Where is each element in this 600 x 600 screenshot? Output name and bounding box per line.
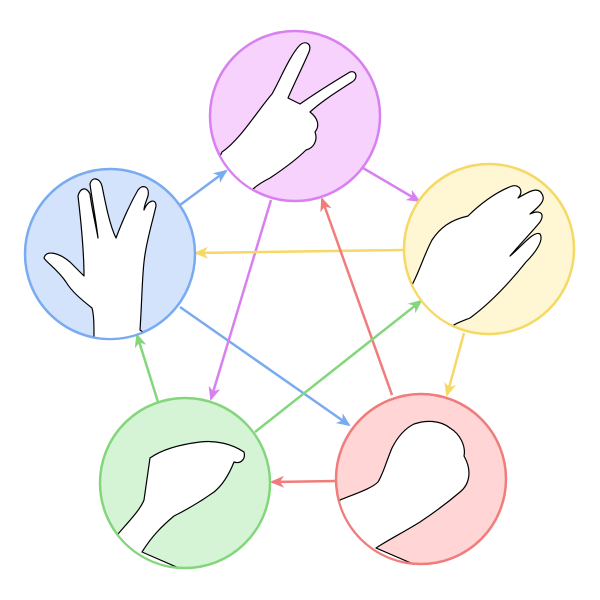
arrow-spock-to-rock: [179, 305, 351, 427]
node-spock: [23, 167, 197, 341]
scissors-hand-icon: [211, 42, 379, 200]
spock-hand-icon: [26, 178, 194, 338]
node-lizard: [98, 396, 272, 570]
edges: [134, 166, 466, 488]
arrow-scissors-to-paper: [362, 166, 421, 203]
arrow-scissors-to-lizard: [208, 199, 273, 401]
arrow-lizard-to-paper: [254, 299, 423, 433]
node-paper: [402, 162, 576, 336]
node-rock: [334, 392, 508, 566]
arrow-spock-to-scissors: [179, 169, 228, 207]
arrow-rock-to-scissors: [320, 197, 394, 396]
nodes: [23, 29, 576, 570]
rock-fist-icon: [337, 420, 505, 563]
arrow-paper-to-spock: [194, 246, 404, 259]
arrow-rock-to-lizard: [270, 475, 338, 488]
arrow-paper-to-rock: [444, 332, 466, 397]
arrow-lizard-to-spock: [134, 333, 160, 403]
lizard-hand-icon: [101, 440, 269, 567]
node-scissors: [208, 29, 382, 203]
paper-hand-icon: [405, 185, 573, 333]
